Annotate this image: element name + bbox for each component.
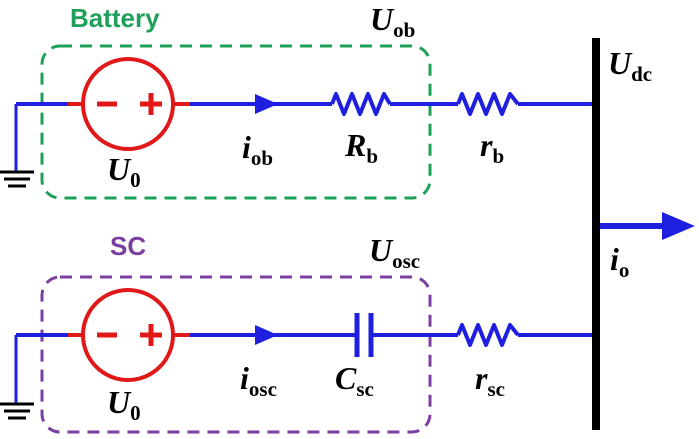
sc-capacitor-label: Csc xyxy=(335,360,374,401)
sc-line-resistor-label: rsc xyxy=(475,360,505,401)
battery-ground-icon xyxy=(0,104,34,188)
battery-resistor-label: Rb xyxy=(344,127,378,168)
output-current-arrow-icon xyxy=(662,212,695,240)
sc-capacitor-icon xyxy=(354,313,374,357)
battery-resistor-icon xyxy=(330,92,392,116)
battery-voltage-source-icon xyxy=(68,57,190,151)
sc-line-resistor-icon xyxy=(456,323,520,347)
output-current-label: io xyxy=(610,241,629,282)
sc-source-label: U0 xyxy=(107,384,141,425)
dc-bus-voltage-label: Udc xyxy=(608,45,652,86)
battery-line-resistor-icon xyxy=(456,92,520,116)
battery-box xyxy=(40,44,432,200)
sc-output-voltage-label: Uosc xyxy=(369,232,420,273)
battery-line-resistor-label: rb xyxy=(480,127,504,168)
sc-ground-icon xyxy=(0,335,34,420)
battery-output-voltage-label: Uob xyxy=(370,1,415,42)
sc-voltage-source-icon xyxy=(68,288,190,382)
sc-box-title: SC xyxy=(110,231,146,261)
sc-current-label: iosc xyxy=(240,360,277,401)
battery-source-label: U0 xyxy=(107,151,141,192)
sc-current-arrow-icon xyxy=(255,325,278,345)
battery-current-label: iob xyxy=(242,129,273,170)
battery-current-arrow-icon xyxy=(255,94,278,114)
sc-box xyxy=(40,275,432,434)
battery-box-title: Battery xyxy=(70,3,160,33)
